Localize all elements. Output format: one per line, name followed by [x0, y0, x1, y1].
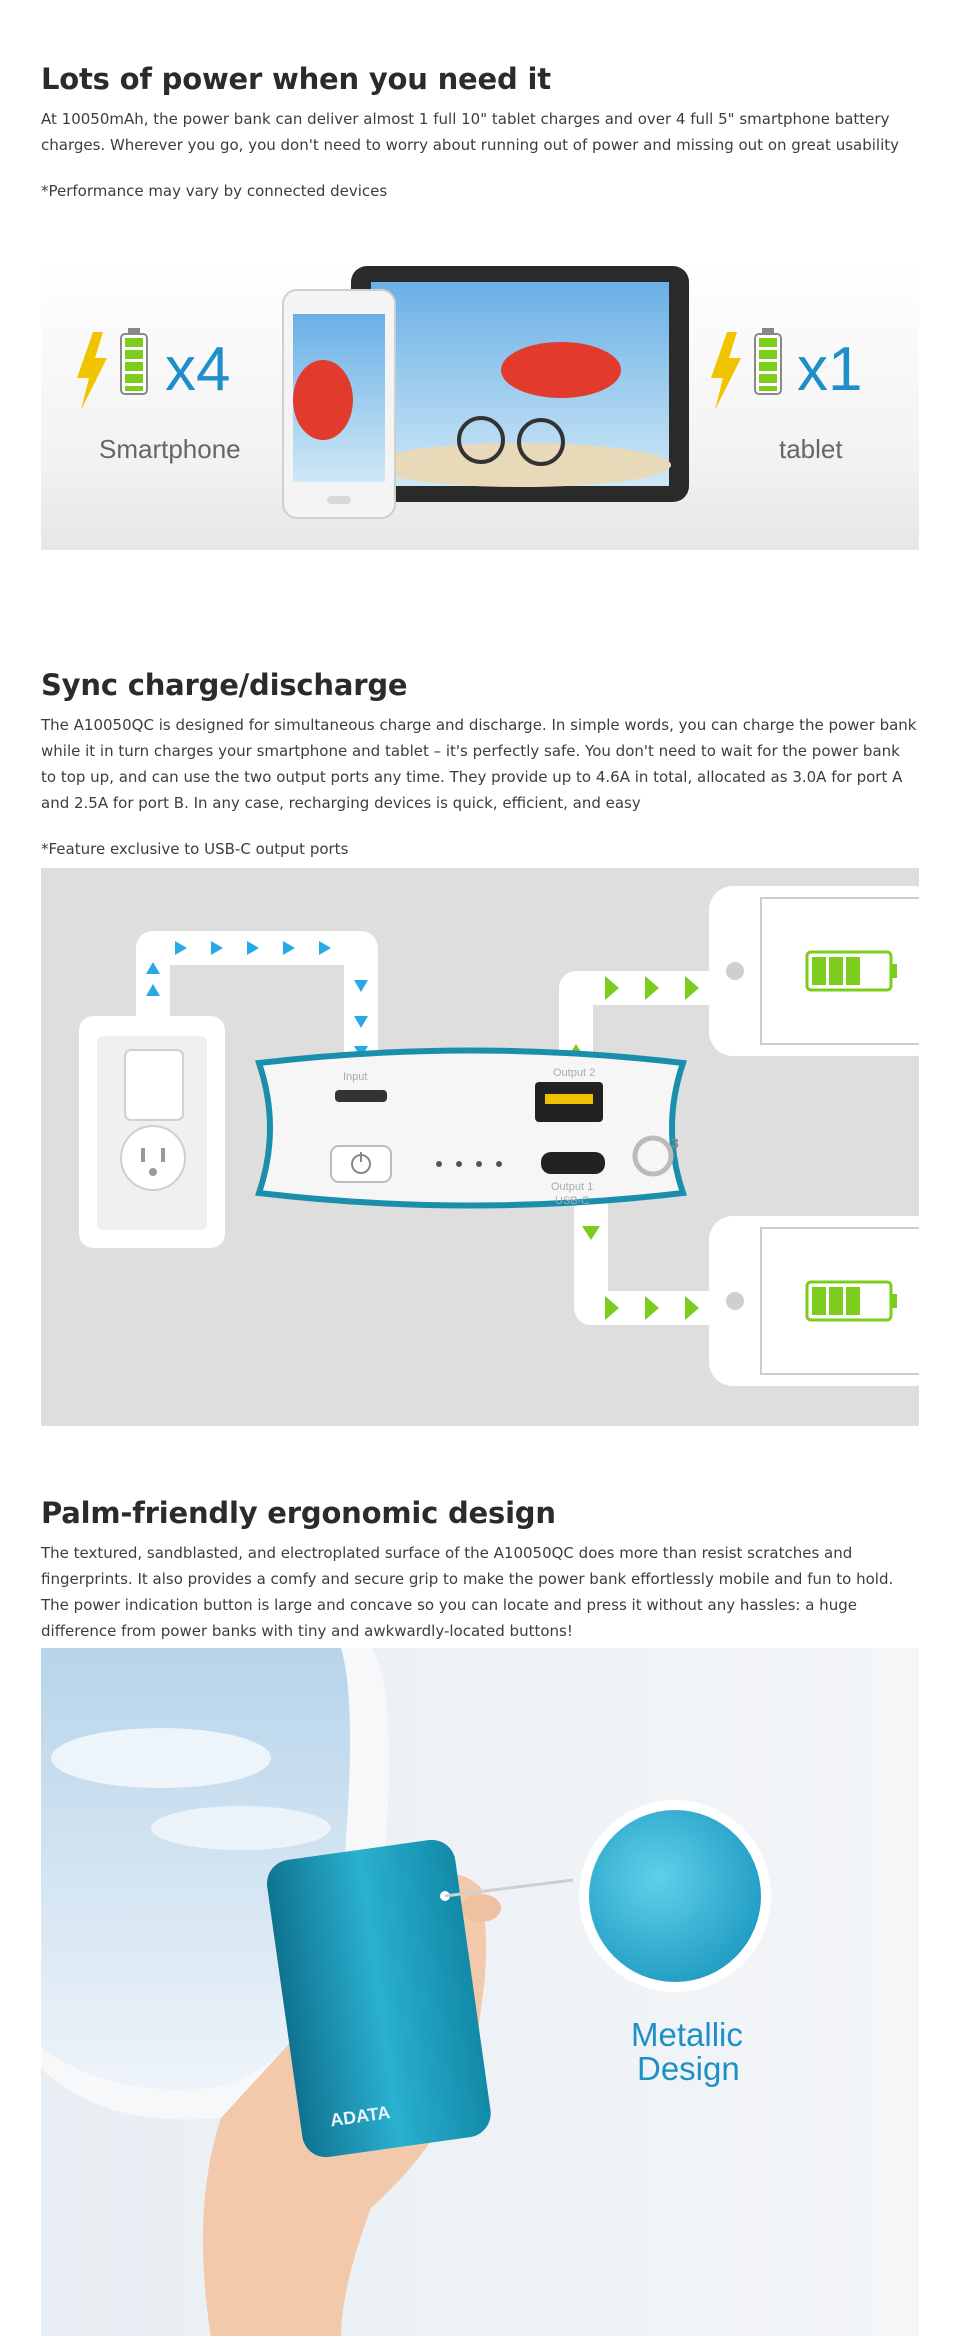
section-note-power: *Performance may vary by connected devic…: [41, 182, 388, 200]
power-bank-device: ADATA: [266, 1839, 491, 2158]
output2-port-label: Output 2: [553, 1067, 595, 1079]
quick-charge-icon: [632, 1135, 674, 1177]
charging-phone-top: [709, 886, 919, 1056]
callout-design: Design: [637, 2050, 740, 2087]
usb-c-port: [541, 1152, 605, 1174]
section-body-sync: The A10050QC is designed for simultaneou…: [41, 716, 917, 812]
smartphone-image: [282, 289, 396, 519]
section-body-power: At 10050mAh, the power bank can deliver …: [41, 110, 899, 154]
power-bank: Input Output 2 Output 1 USB-C 3: [254, 1047, 688, 1209]
input-flow-arrows: [146, 941, 368, 1058]
tablet-label: tablet: [779, 434, 843, 464]
quick-charge-version: 3: [671, 1135, 679, 1151]
power-button: [330, 1145, 392, 1183]
ergonomic-photo: ADATA Metallic Design: [41, 1648, 919, 2336]
callout-metallic: Metallic: [631, 2016, 743, 2053]
metallic-texture-disc: [579, 1800, 771, 1992]
output1-type-label: USB-C: [555, 1195, 589, 1207]
smartphone-count: x4: [165, 335, 230, 404]
micro-usb-port: [335, 1090, 387, 1102]
tablet-image: [351, 266, 689, 502]
section-title-power: Lots of power when you need it: [41, 62, 551, 96]
section-ergonomic: Palm-friendly ergonomic design The textu…: [41, 1496, 919, 1644]
output1-port-label: Output 1: [551, 1181, 593, 1193]
section-note-sync: *Feature exclusive to USB-C output ports: [41, 840, 349, 858]
battery-charge-icon-left: [77, 328, 148, 410]
tablet-count: x1: [797, 335, 862, 404]
charging-phone-bottom: [709, 1216, 919, 1386]
battery-charge-icon-right: [711, 328, 782, 410]
section-body-ergonomic: The textured, sandblasted, and electropl…: [41, 1544, 894, 1640]
sync-diagram: Input Output 2 Output 1 USB-C 3: [41, 868, 919, 1426]
smartphone-label: Smartphone: [99, 434, 241, 464]
section-sync: Sync charge/discharge The A10050QC is de…: [41, 668, 919, 858]
input-port-label: Input: [343, 1071, 367, 1083]
charges-banner: x4 Smartphone x1: [41, 260, 919, 550]
section-power: Lots of power when you need it At 10050m…: [41, 62, 919, 200]
wall-outlet: [79, 1016, 225, 1248]
section-title-ergonomic: Palm-friendly ergonomic design: [41, 1496, 556, 1530]
section-title-sync: Sync charge/discharge: [41, 668, 408, 702]
